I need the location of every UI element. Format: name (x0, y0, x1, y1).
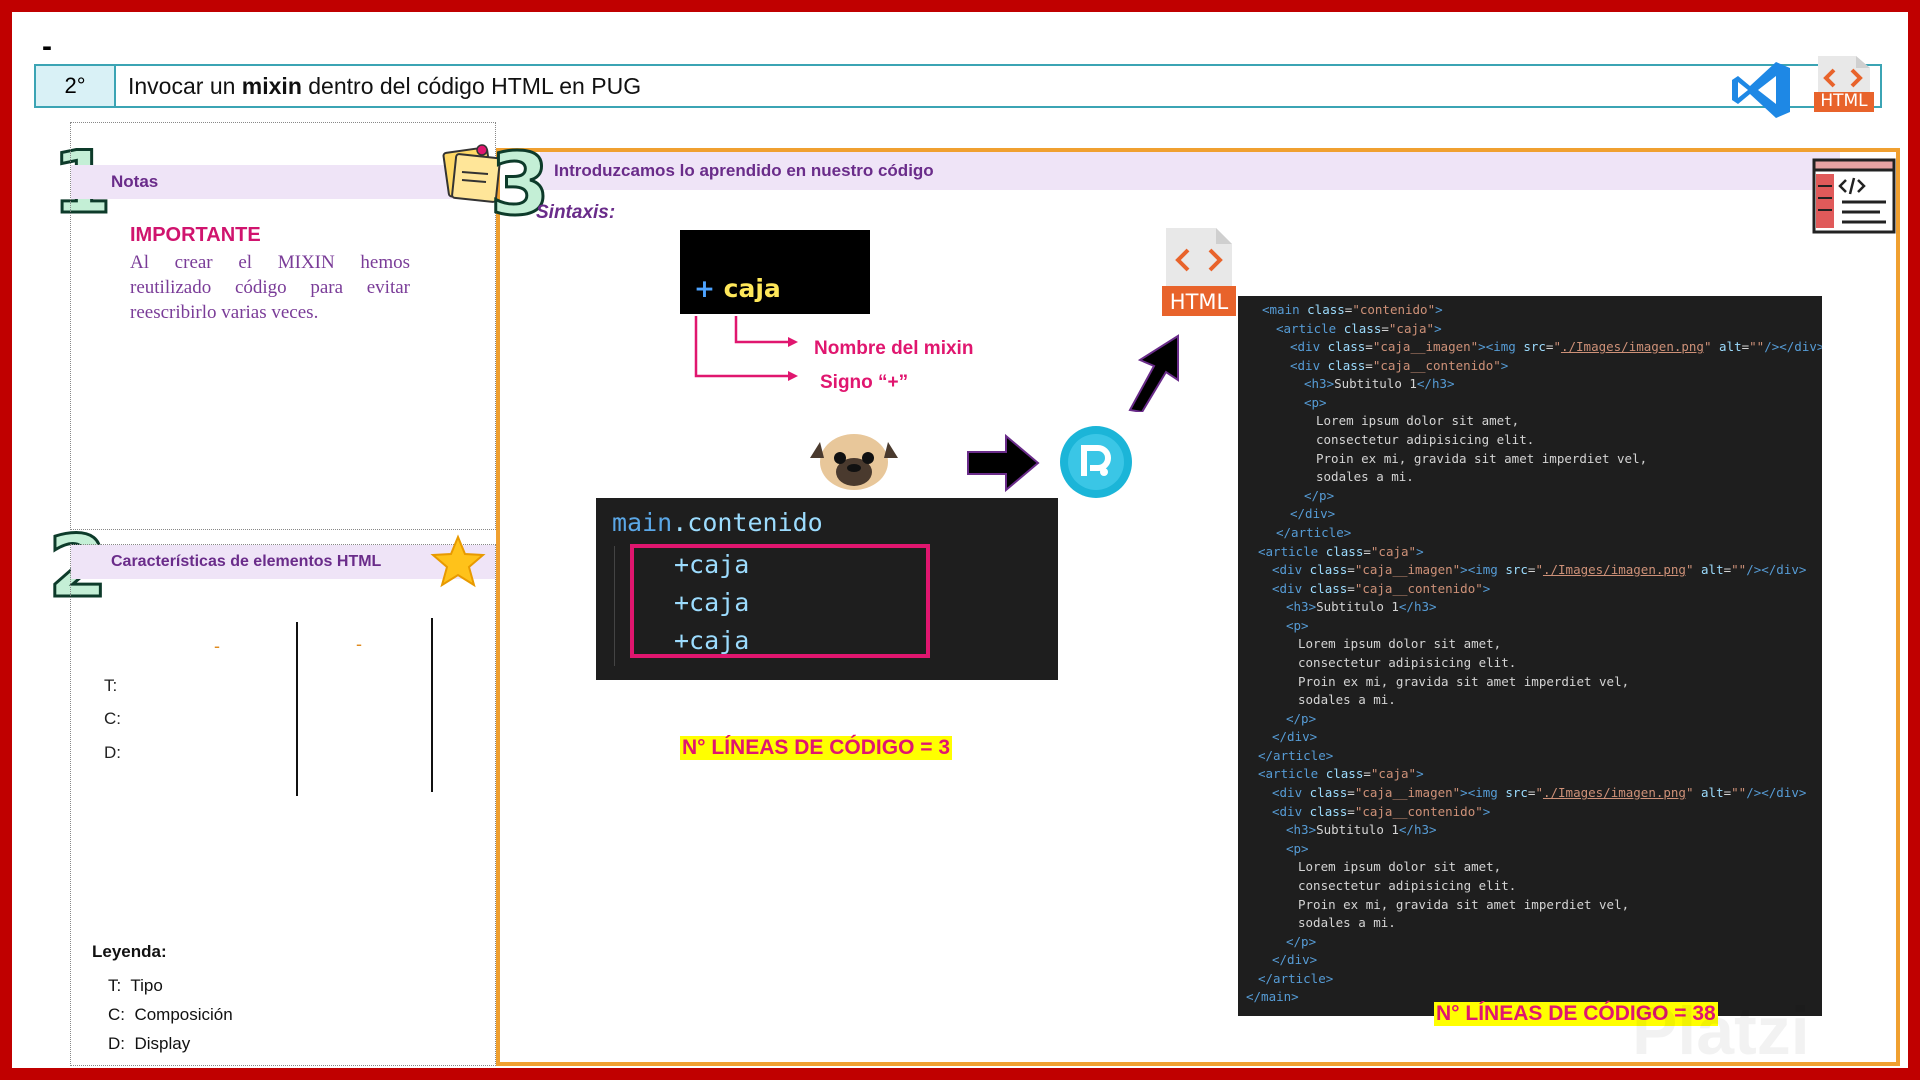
column-divider-1 (296, 622, 298, 796)
characteristics-header: Características de elementos HTML (71, 545, 495, 579)
pug-lines-count: N° LÍNEAS DE CÓDIGO = 3 (680, 736, 953, 760)
legend-title: Leyenda: (92, 942, 167, 961)
editor-mixin-line: +caja (674, 550, 750, 579)
code-line: Lorem ipsum dolor sit amet, (1298, 859, 1502, 875)
code-line: <div class="caja__contenido"> (1272, 803, 1491, 819)
code-line: <div class="caja__imagen"><img src="./Im… (1272, 562, 1807, 578)
pug-editor: main.contenido +caja +caja +caja (596, 498, 1058, 680)
header-bar: 2° Invocar un mixin dentro del código HT… (34, 64, 1882, 108)
code-line: <h3>Subtitulo 1</h3> (1286, 599, 1437, 615)
code-line: <h3>Subtitulo 1</h3> (1286, 822, 1437, 838)
code-line: Proin ex mi, gravida sit amet imperdiet … (1316, 450, 1648, 466)
annotation-arrows (694, 316, 798, 381)
code-line: </article> (1258, 970, 1334, 986)
editor-mixin-line: +caja (674, 626, 750, 655)
notes-header: Notas (71, 165, 495, 199)
code-line: consectetur adipisicing elit. (1298, 655, 1517, 670)
row-label-d: D: (104, 743, 121, 762)
code-line: sodales a mi. (1298, 692, 1396, 708)
code-line: </article> (1276, 524, 1352, 540)
html-lines-count: N° LÍNEAS DE CÓDIGO = 38 (1434, 1002, 1718, 1026)
important-title: IMPORTANTE (130, 224, 261, 246)
html-file-icon: HTML (1812, 56, 1876, 117)
step-number: 2° (36, 66, 116, 106)
code-line: <div class="caja__contenido"> (1290, 357, 1509, 373)
code-line: <main class="contenido"> (1262, 302, 1443, 317)
column-divider-2 (431, 618, 433, 792)
code-line: Proin ex mi, gravida sit amet imperdiet … (1298, 896, 1630, 912)
section3-number: 3 (489, 135, 552, 235)
arrow-up-right-icon (1120, 332, 1186, 417)
syntax-code-block: + caja (680, 230, 870, 314)
row-label-c: C: (104, 709, 121, 728)
syntax-mixin-name: caja (723, 274, 781, 303)
code-line: <h3>Subtitulo 1</h3> (1304, 376, 1455, 392)
pug-dog-icon (806, 428, 902, 497)
column-dash-1: - (214, 636, 220, 656)
code-line: </main> (1246, 989, 1299, 1005)
column-dash-2: - (356, 634, 362, 654)
code-line: </article> (1258, 747, 1334, 763)
code-line: <div class="caja__contenido"> (1272, 580, 1491, 596)
platzi-watermark: Platzi (1632, 993, 1810, 1069)
important-text: Al crear el MIXIN hemos reutilizado códi… (130, 252, 410, 323)
code-section-header: Introduzcamos lo aprendido en nuestro có… (540, 152, 1840, 190)
code-line: sodales a mi. (1298, 915, 1396, 931)
html-output-code: <main class="contenido"> <article class="… (1238, 296, 1822, 1016)
code-line: <article class="caja"> (1276, 320, 1442, 336)
annotation-plus-sign: Signo “+” (820, 372, 909, 393)
legend-item: D: Display (108, 1034, 191, 1053)
code-line: Proin ex mi, gravida sit amet imperdiet … (1298, 673, 1630, 689)
code-line: <p> (1286, 617, 1309, 633)
legend-item: C: Composición (108, 1005, 233, 1024)
page-title: Invocar un mixin dentro del código HTML … (128, 73, 642, 99)
row-label-t: T: (104, 676, 118, 695)
syntax-label: Sintaxis: (536, 202, 616, 223)
editor-line-main: main.contenido (612, 508, 823, 537)
vscode-icon (1730, 58, 1794, 127)
html-file-icon: HTML (1162, 228, 1236, 325)
code-line: sodales a mi. (1316, 469, 1414, 485)
code-line: Lorem ipsum dolor sit amet, (1316, 413, 1520, 429)
arrow-right-icon (966, 432, 1040, 499)
code-line: </p> (1304, 487, 1335, 503)
top-dash: - (42, 30, 52, 63)
code-line: <p> (1304, 394, 1327, 410)
html-icon-label: HTML (1820, 91, 1868, 111)
code-line: </div> (1272, 952, 1318, 968)
code-line: consectetur adipisicing elit. (1298, 877, 1517, 893)
code-line: </p> (1286, 933, 1317, 949)
code-line: <article class="caja"> (1258, 543, 1424, 559)
editor-mixin-line: +caja (674, 588, 750, 617)
code-line: </p> (1286, 710, 1317, 726)
code-line: <p> (1286, 840, 1309, 856)
code-line: <article class="caja"> (1258, 766, 1424, 782)
sticky-note-icon (440, 140, 504, 209)
code-line: Lorem ipsum dolor sit amet, (1298, 636, 1502, 652)
code-line: consectetur adipisicing elit. (1316, 432, 1535, 448)
syntax-plus: + (694, 274, 715, 303)
code-window-icon (1812, 158, 1896, 239)
html-icon-label: HTML (1169, 290, 1229, 314)
star-icon (430, 534, 486, 595)
code-line: <div class="caja__imagen"><img src="./Im… (1272, 785, 1807, 801)
code-line: </div> (1290, 506, 1336, 522)
mixin-highlight-box (630, 544, 930, 658)
code-section-box (496, 148, 1900, 1066)
code-line: </div> (1272, 729, 1318, 745)
pug-logo-icon (1058, 424, 1134, 505)
annotation-mixin-name: Nombre del mixin (814, 338, 974, 359)
legend-item: T: Tipo (108, 976, 163, 995)
characteristics-box: Características de elementos HTML (70, 544, 496, 1066)
notes-box: Notas (70, 122, 496, 530)
code-line: <div class="caja__imagen"><img src="./Im… (1290, 339, 1822, 355)
